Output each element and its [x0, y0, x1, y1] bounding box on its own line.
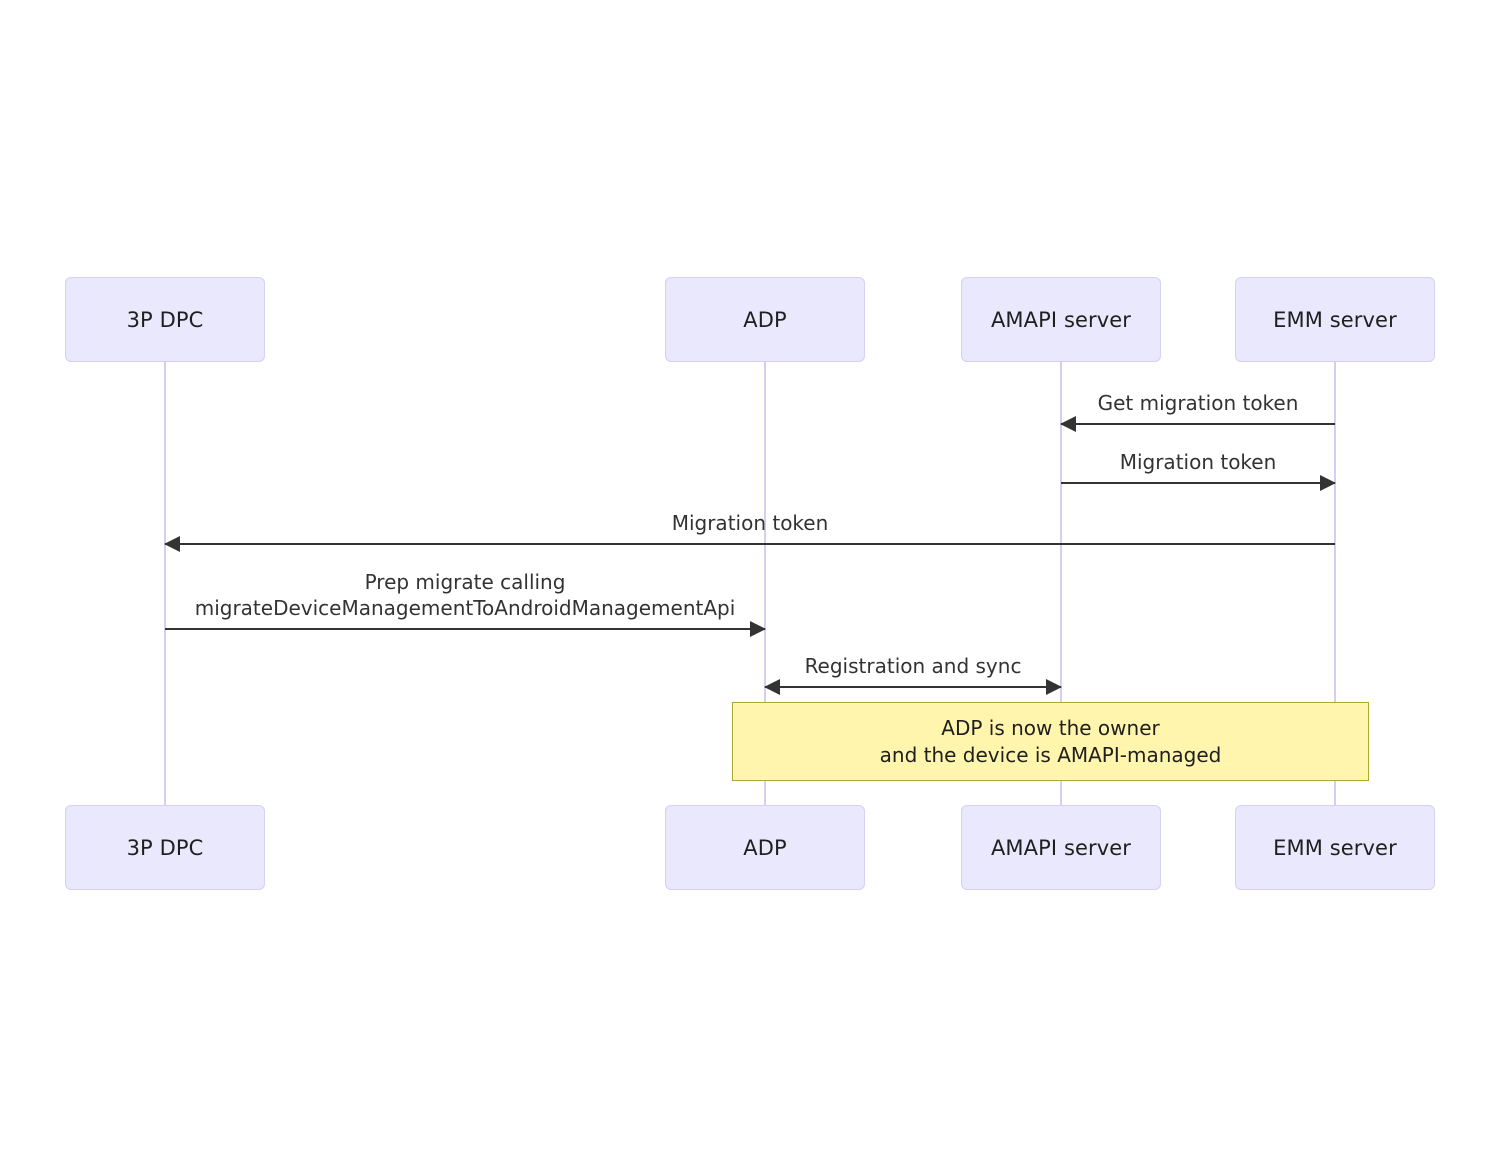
participant-label: ADP — [743, 835, 787, 860]
arrowhead-left-icon — [164, 536, 180, 552]
note-line1: ADP is now the owner — [941, 715, 1160, 740]
lifeline-emm — [1334, 362, 1336, 805]
message-line — [765, 686, 1061, 688]
message-label: Migration token — [1120, 449, 1277, 475]
arrowhead-left-icon — [1060, 416, 1076, 432]
participant-label: 3P DPC — [126, 835, 204, 860]
participant-adp[interactable]: ADP — [665, 805, 865, 890]
lifeline-dpc — [164, 362, 166, 805]
participant-emm[interactable]: EMM server — [1235, 277, 1435, 362]
message-label-line2: migrateDeviceManagementToAndroidManageme… — [194, 596, 736, 620]
arrowhead-right-icon — [1320, 475, 1336, 491]
message-label-line1: Registration and sync — [804, 654, 1022, 678]
message-label: Get migration token — [1098, 390, 1299, 416]
message-line — [165, 628, 765, 630]
participant-label: AMAPI server — [990, 835, 1132, 860]
message-label-line1: Migration token — [1119, 450, 1277, 474]
message-label: Migration token — [672, 510, 829, 536]
arrowhead-right-icon — [1046, 679, 1062, 695]
participant-dpc[interactable]: 3P DPC — [65, 805, 265, 890]
message-label-line1: Migration token — [671, 511, 829, 535]
message-line — [1061, 482, 1335, 484]
message-label-line1: Prep migrate calling — [364, 570, 566, 594]
message-label: Registration and sync — [805, 653, 1022, 679]
message-line — [1061, 423, 1335, 425]
participant-emm[interactable]: EMM server — [1235, 805, 1435, 890]
message-label-line1: Get migration token — [1097, 391, 1299, 415]
participant-adp[interactable]: ADP — [665, 277, 865, 362]
participant-dpc[interactable]: 3P DPC — [65, 277, 265, 362]
lifeline-amapi — [1060, 362, 1062, 805]
arrowhead-left-icon — [764, 679, 780, 695]
lifeline-adp — [764, 362, 766, 805]
participant-label: AMAPI server — [990, 307, 1132, 332]
participant-label: ADP — [743, 307, 787, 332]
participant-label: EMM server — [1273, 835, 1397, 860]
message-line — [165, 543, 1335, 545]
participant-label: EMM server — [1273, 307, 1397, 332]
arrowhead-right-icon — [750, 621, 766, 637]
participant-amapi[interactable]: AMAPI server — [961, 277, 1161, 362]
note-line2: and the device is AMAPI-managed — [879, 742, 1222, 767]
participant-amapi[interactable]: AMAPI server — [961, 805, 1161, 890]
participant-label: 3P DPC — [126, 307, 204, 332]
